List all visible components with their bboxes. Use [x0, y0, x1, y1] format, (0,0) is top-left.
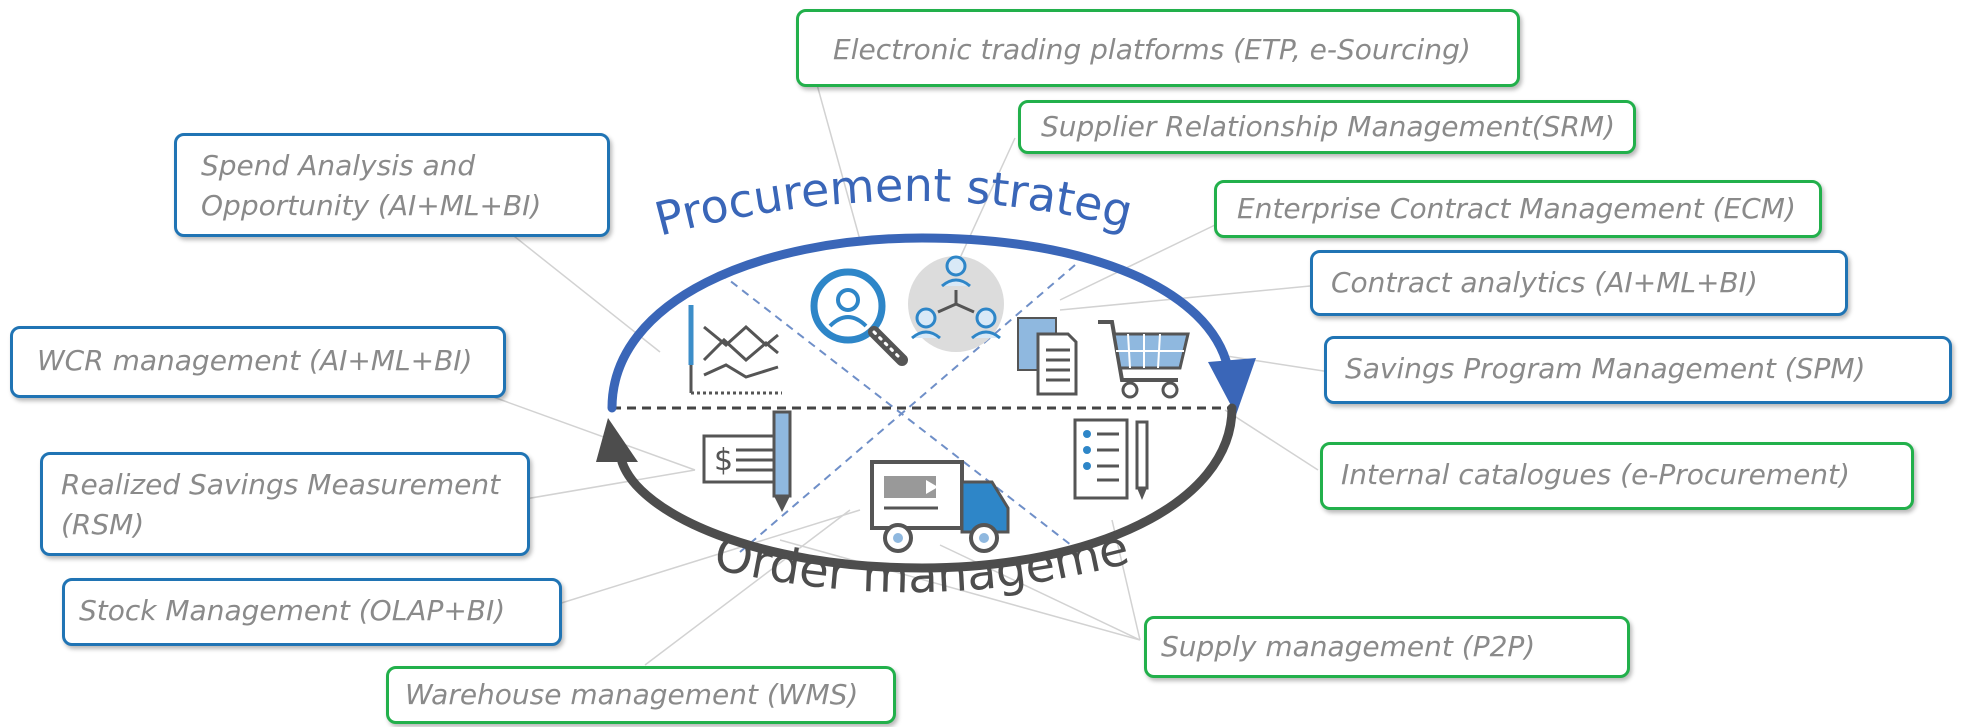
- ecm-box: Enterprise Contract Management (ECM): [1214, 180, 1822, 238]
- ellipse-arcs: [596, 233, 1256, 573]
- quadrant-dividers: [612, 264, 1232, 553]
- magnifier-person-icon: [810, 268, 908, 366]
- supply-management-box: Supply management (P2P): [1144, 616, 1630, 678]
- top-arc: [607, 233, 1233, 413]
- chart-icon: [688, 305, 782, 395]
- checklist-icon: [1073, 418, 1149, 500]
- connector-lines: [459, 51, 1331, 666]
- delivery-truck-icon: [870, 460, 1010, 553]
- bottom-arc-arrowhead: [596, 418, 638, 462]
- wcr-management-box: WCR management (AI+ML+BI): [10, 326, 506, 398]
- etp-box: Electronic trading platforms (ETP, e-Sou…: [796, 9, 1520, 87]
- check-pen-icon: $: [702, 410, 792, 512]
- spend-analysis-box: Spend Analysis and Opportunity (AI+ML+BI…: [174, 133, 610, 237]
- bottom-arc: [617, 403, 1237, 573]
- stock-management-box: Stock Management (OLAP+BI): [62, 578, 562, 646]
- top-arc-arrowhead: [1208, 358, 1256, 415]
- rsm-box: Realized Savings Measurement (RSM): [40, 452, 530, 556]
- svg-text:$: $: [714, 443, 733, 478]
- contract-analytics-box: Contract analytics (AI+ML+BI): [1310, 250, 1848, 316]
- shopping-cart-icon: [1098, 320, 1190, 399]
- spm-box: Savings Program Management (SPM): [1324, 336, 1952, 404]
- srm-box: Supplier Relationship Management(SRM): [1018, 100, 1636, 154]
- wms-box: Warehouse management (WMS): [386, 666, 896, 724]
- documents-icon: [1017, 317, 1078, 396]
- internal-catalogues-box: Internal catalogues (e-Procurement): [1320, 442, 1914, 510]
- network-people-icon: [908, 255, 1004, 352]
